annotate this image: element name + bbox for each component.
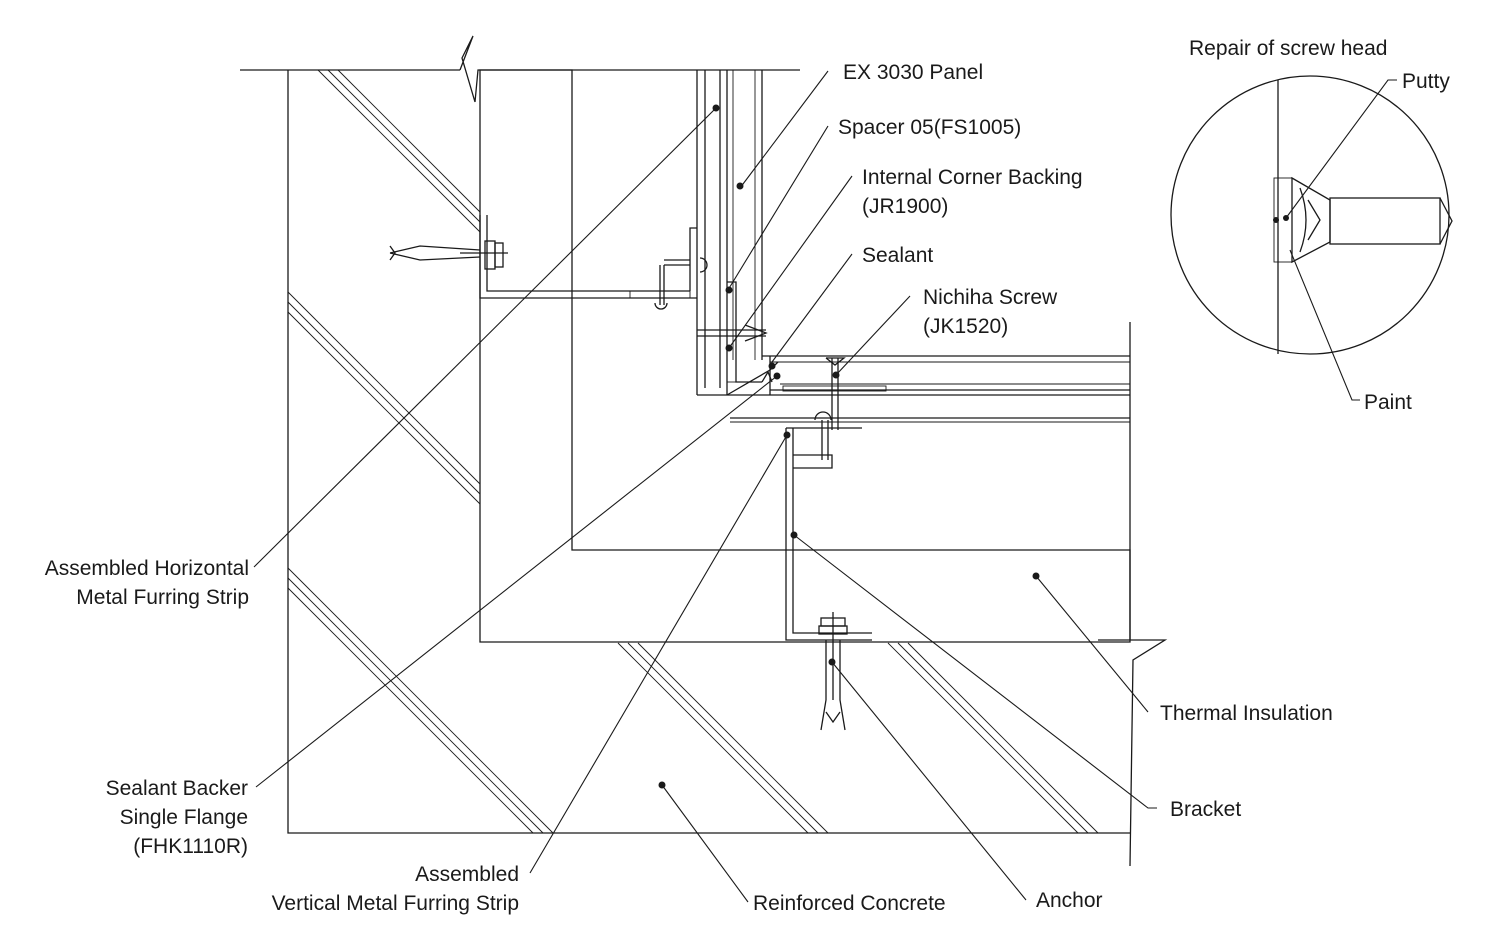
upper-anchor: [389, 240, 508, 270]
lower-bracket: [785, 357, 872, 641]
label-sealant-backer-line3: (FHK1110R): [133, 835, 248, 858]
label-horizontal-strip-line2: Metal Furring Strip: [76, 586, 249, 609]
horizontal-panel: [727, 355, 1130, 423]
concrete-hatch: [287, 69, 1099, 834]
label-thermal-insulation: Thermal Insulation: [1160, 702, 1333, 725]
label-reinforced-concrete: Reinforced Concrete: [753, 892, 946, 915]
lower-anchor: [818, 612, 848, 731]
label-sealant-backer-line1: Sealant Backer: [106, 777, 248, 800]
reinforced-concrete: [240, 35, 1168, 867]
label-paint: Paint: [1364, 391, 1412, 414]
detail-labels: Repair of screw head Putty Paint: [1189, 37, 1450, 414]
label-vertical-strip-line2: Vertical Metal Furring Strip: [272, 892, 519, 915]
label-horizontal-strip-line1: Assembled Horizontal: [45, 557, 249, 580]
main-labels: EX 3030 Panel Spacer 05(FS1005) Internal…: [45, 61, 1333, 915]
leader-dots: [658, 104, 1040, 789]
label-internal-corner-line2: (JR1900): [862, 195, 948, 218]
leader-lines: [253, 70, 1157, 903]
label-sealant: Sealant: [862, 244, 933, 267]
internal-corner-backing: [726, 281, 779, 396]
label-internal-corner-line1: Internal Corner Backing: [862, 166, 1083, 189]
label-bracket: Bracket: [1170, 798, 1241, 821]
label-nichiha-screw-line1: Nichiha Screw: [923, 286, 1058, 309]
label-spacer: Spacer 05(FS1005): [838, 116, 1021, 139]
label-putty: Putty: [1402, 70, 1450, 93]
label-vertical-strip-line1: Assembled: [415, 863, 519, 886]
label-nichiha-screw-line2: (JK1520): [923, 315, 1008, 338]
screw-head-detail: [1170, 75, 1453, 401]
label-anchor: Anchor: [1036, 889, 1103, 912]
detail-title: Repair of screw head: [1189, 37, 1387, 60]
label-sealant-backer-line2: Single Flange: [120, 806, 248, 829]
thermal-insulation: [479, 69, 1131, 643]
label-ex-panel: EX 3030 Panel: [843, 61, 983, 84]
upper-bracket: [479, 215, 768, 342]
